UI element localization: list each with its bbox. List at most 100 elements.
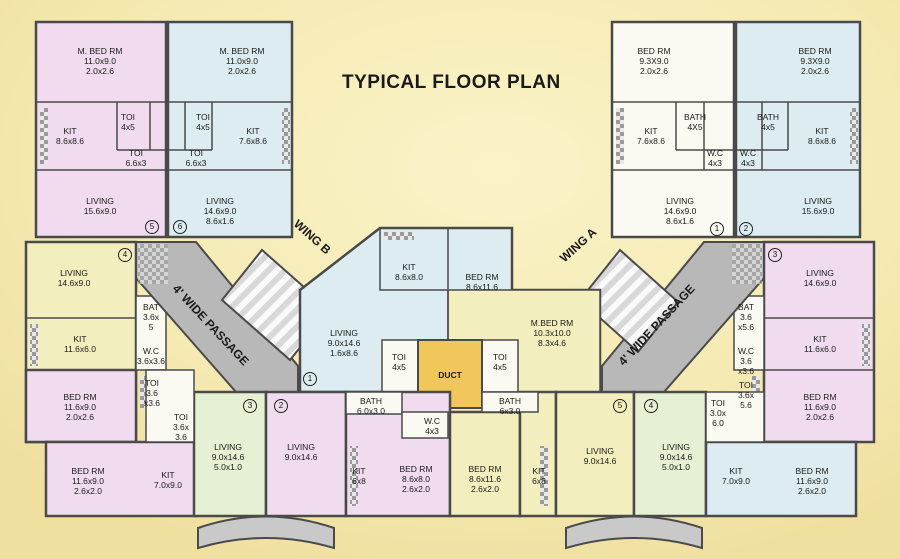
unit-number-badge: 1: [303, 372, 317, 386]
room-name: BED RM: [468, 464, 502, 474]
room-name: W.C: [737, 346, 755, 356]
room-dimension: 3.6: [175, 432, 187, 442]
room-dimension: 1.6x8.6: [330, 348, 358, 358]
room-dimension: 3.6: [146, 388, 158, 398]
unit-number-badge: 1: [710, 222, 724, 236]
room-dimension: 9.3X9.0: [800, 56, 830, 66]
room-name: TOI: [128, 148, 143, 158]
room-dimension: 4x5: [121, 122, 135, 132]
room-name: BAT: [738, 302, 754, 312]
room-name: W.C: [142, 346, 160, 356]
room-name: BED RM: [637, 46, 671, 56]
room-name: KIT: [813, 334, 827, 344]
bottom-units: [44, 369, 858, 518]
room-name: DUCT: [438, 370, 462, 380]
room-dimension: 8.6x11.6: [466, 282, 498, 292]
unit-number-badge: 2: [739, 222, 753, 236]
room-label: DUCT: [420, 370, 480, 380]
room-name: BED RM: [465, 272, 499, 282]
room-dimension: 7.0x9.0: [154, 480, 182, 490]
right-unit-block: [733, 240, 876, 444]
room-name: KIT: [161, 470, 175, 480]
room-dimension: 9.0x14.6: [659, 452, 693, 462]
unit-number-badge: 3: [243, 399, 257, 413]
room-name: LIVING: [804, 196, 832, 206]
room-dimension: 8.6x1.6: [666, 216, 694, 226]
room-dimension: 3.6x3.6: [137, 356, 165, 366]
room-name: BED RM: [803, 392, 837, 402]
room-name: KIT: [73, 334, 87, 344]
room-name: LIVING: [330, 328, 358, 338]
room-name: LIVING: [287, 442, 315, 452]
room-dimension: 4x3: [741, 158, 755, 168]
room-dimension: 2.0x2.6: [228, 66, 256, 76]
room-name: KIT: [63, 126, 77, 136]
room-dimension: 3.6x: [737, 390, 755, 400]
room-dimension: 9.0x14.6: [284, 452, 318, 462]
central-unit: [298, 226, 602, 409]
room-dimension: 3.6x: [142, 312, 160, 322]
room-name: M. BED RM: [219, 46, 265, 56]
room-name: BED RM: [795, 466, 829, 476]
room-dimension: 14.6x9.0: [663, 206, 697, 216]
room-dimension: 15.6x9.0: [801, 206, 835, 216]
room-name: LIVING: [206, 196, 234, 206]
room-dimension: 3.6x: [172, 422, 190, 432]
unit-number-badge: 4: [644, 399, 658, 413]
room-name: BED RM: [798, 46, 832, 56]
room-dimension: 4X5: [687, 122, 703, 132]
room-dimension: 8.6x8.0: [402, 474, 430, 484]
blue-unit-area-right: [734, 20, 862, 239]
room-dimension: 11.6x6.0: [804, 344, 836, 354]
room-dimension: 2.0x2.6: [806, 412, 834, 422]
room-dimension: 14.6x9.0: [57, 278, 91, 288]
room-dimension: 5.0x1.0: [214, 462, 242, 472]
room-dimension: 4x5: [196, 122, 210, 132]
room-dimension: 6x8: [532, 476, 546, 486]
room-name: TOI: [738, 380, 753, 390]
room-name: BED RM: [71, 466, 105, 476]
room-name: TOI: [120, 112, 135, 122]
room-dimension: 3.0x: [709, 408, 727, 418]
room-name: LIVING: [214, 442, 242, 452]
room-dimension: 2.6x2.0: [798, 486, 826, 496]
room-dimension: 4x3: [425, 426, 439, 436]
room-name: BATH: [498, 396, 522, 406]
room-name: BATH: [756, 112, 780, 122]
right-staircase: [578, 248, 680, 354]
room-dimension: 2.6x2.0: [402, 484, 430, 494]
room-name: KIT: [352, 466, 366, 476]
room-dimension: 9.0x14.6: [327, 338, 361, 348]
